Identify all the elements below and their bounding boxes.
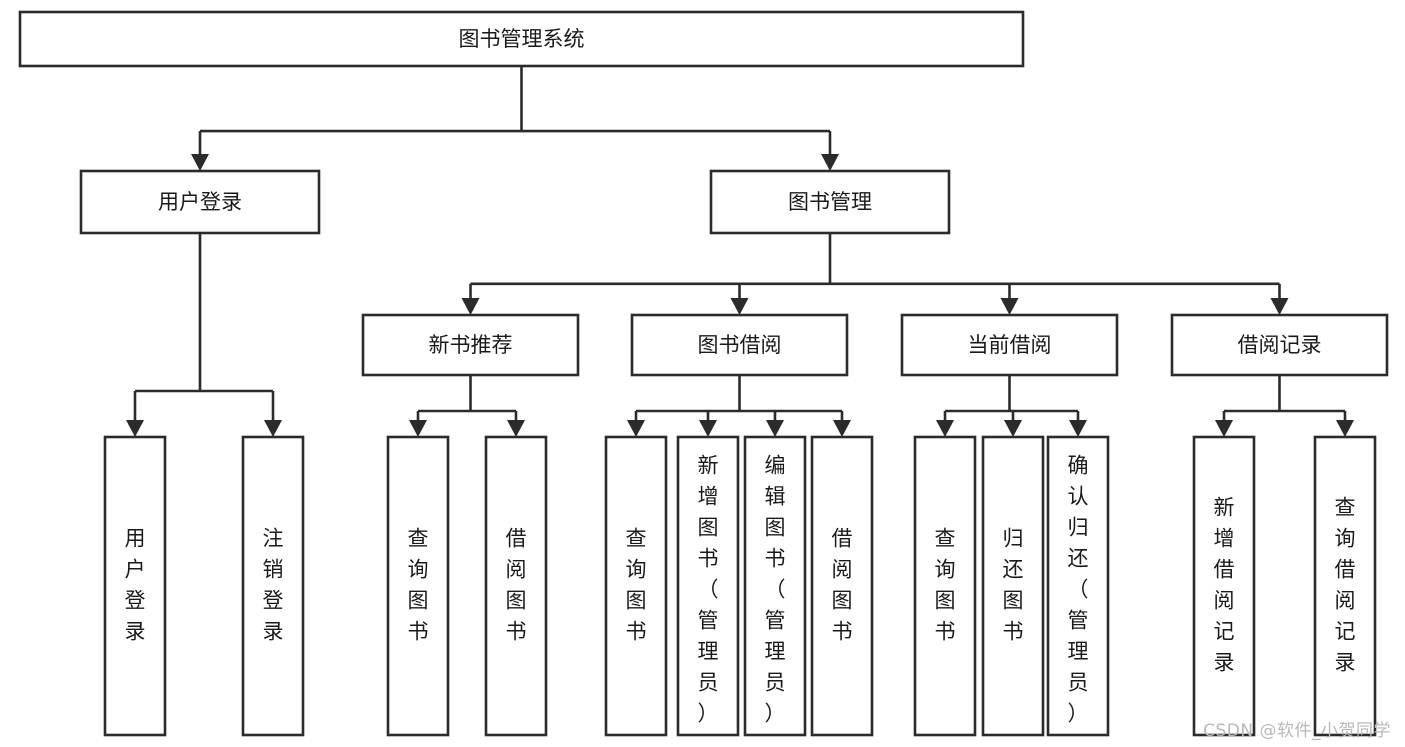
node-borrow-record[interactable]: 借阅记录 bbox=[1170, 313, 1389, 377]
node-label-leaf-br-query: 查询借阅记录 bbox=[1335, 496, 1356, 675]
node-box-leaf-cb-confirm bbox=[1046, 435, 1110, 737]
node-leaf-cb-query[interactable]: 查询图书 bbox=[913, 435, 977, 737]
node-user-login[interactable]: 用户登录 bbox=[79, 169, 321, 235]
node-box-leaf-bb-edit bbox=[743, 435, 807, 737]
node-box-leaf-cb-return bbox=[981, 435, 1045, 737]
node-leaf-br-add[interactable]: 新增借阅记录 bbox=[1192, 435, 1256, 737]
node-label-leaf-bb-add: 新增图书（管理员） bbox=[698, 454, 719, 726]
node-leaf-user-login[interactable]: 用户登录 bbox=[103, 435, 167, 737]
node-leaf-br-query[interactable]: 查询借阅记录 bbox=[1313, 435, 1377, 737]
node-label-leaf-bb-borrow: 借阅图书 bbox=[832, 527, 853, 644]
edge-group-new-book-rec bbox=[409, 375, 525, 437]
edge-group-root bbox=[191, 66, 839, 171]
node-box-borrow-record bbox=[1170, 313, 1389, 377]
node-book-manage[interactable]: 图书管理 bbox=[709, 169, 951, 235]
node-box-leaf-bb-add bbox=[676, 435, 740, 737]
node-label-leaf-rec-query: 查询图书 bbox=[408, 527, 429, 644]
node-leaf-rec-borrow[interactable]: 借阅图书 bbox=[484, 435, 548, 737]
node-label-new-book-rec: 新书推荐 bbox=[429, 333, 513, 357]
node-label-book-manage: 图书管理 bbox=[788, 190, 872, 214]
node-label-leaf-user-logout: 注销登录 bbox=[263, 527, 284, 644]
arrow-head-icon bbox=[1336, 420, 1354, 437]
node-new-book-rec[interactable]: 新书推荐 bbox=[361, 313, 580, 377]
node-leaf-user-logout[interactable]: 注销登录 bbox=[241, 435, 305, 737]
node-box-leaf-rec-borrow bbox=[484, 435, 548, 737]
node-label-leaf-br-add: 新增借阅记录 bbox=[1214, 496, 1235, 675]
node-leaf-cb-return[interactable]: 归还图书 bbox=[981, 435, 1045, 737]
node-box-book-borrow bbox=[630, 313, 849, 377]
node-label-leaf-user-login: 用户登录 bbox=[125, 527, 146, 644]
node-book-borrow[interactable]: 图书借阅 bbox=[630, 313, 849, 377]
watermark-text: CSDN @软件_小贺同学 bbox=[1203, 721, 1391, 741]
edge-group-book-borrow bbox=[627, 375, 851, 437]
node-box-leaf-bb-query bbox=[604, 435, 668, 737]
node-label-current-borrow: 当前借阅 bbox=[968, 333, 1052, 357]
arrow-head-icon bbox=[730, 298, 749, 315]
arrow-head-icon bbox=[126, 420, 144, 437]
arrow-head-icon bbox=[507, 420, 525, 437]
node-label-book-borrow: 图书借阅 bbox=[698, 333, 782, 357]
node-box-leaf-user-logout bbox=[241, 435, 305, 737]
node-box-leaf-rec-query bbox=[386, 435, 450, 737]
edges-layer bbox=[126, 66, 1354, 437]
arrow-head-icon bbox=[1004, 420, 1022, 437]
node-box-current-borrow bbox=[900, 313, 1119, 377]
arrow-head-icon bbox=[699, 420, 717, 437]
arrow-head-icon bbox=[461, 298, 480, 315]
node-label-leaf-cb-confirm: 确认归还（管理员） bbox=[1068, 454, 1089, 726]
node-label-leaf-rec-borrow: 借阅图书 bbox=[506, 527, 527, 644]
node-box-book-manage bbox=[709, 169, 951, 235]
arrow-head-icon bbox=[627, 420, 645, 437]
arrow-head-icon bbox=[1000, 298, 1019, 315]
node-label-borrow-record: 借阅记录 bbox=[1238, 333, 1322, 357]
node-box-leaf-user-login bbox=[103, 435, 167, 737]
edge-group-user-login bbox=[126, 233, 282, 437]
arrow-head-icon bbox=[1215, 420, 1233, 437]
arrow-head-icon bbox=[821, 154, 839, 171]
arrow-head-icon bbox=[191, 154, 209, 171]
node-label-leaf-cb-return: 归还图书 bbox=[1003, 527, 1024, 644]
node-box-root bbox=[18, 10, 1025, 68]
arrow-head-icon bbox=[409, 420, 427, 437]
node-root[interactable]: 图书管理系统 bbox=[18, 10, 1025, 68]
node-label-root: 图书管理系统 bbox=[459, 27, 585, 51]
node-leaf-cb-confirm[interactable]: 确认归还（管理员） bbox=[1046, 435, 1110, 737]
arrow-head-icon bbox=[1069, 420, 1087, 437]
node-current-borrow[interactable]: 当前借阅 bbox=[900, 313, 1119, 377]
node-leaf-bb-edit[interactable]: 编辑图书（管理员） bbox=[743, 435, 807, 737]
node-leaf-bb-add[interactable]: 新增图书（管理员） bbox=[676, 435, 740, 737]
node-box-user-login bbox=[79, 169, 321, 235]
node-leaf-bb-borrow[interactable]: 借阅图书 bbox=[810, 435, 874, 737]
node-box-leaf-cb-query bbox=[913, 435, 977, 737]
edge-group-book-manage bbox=[461, 233, 1289, 315]
node-box-leaf-bb-borrow bbox=[810, 435, 874, 737]
node-leaf-bb-query[interactable]: 查询图书 bbox=[604, 435, 668, 737]
nodes-layer: 图书管理系统用户登录图书管理新书推荐图书借阅当前借阅借阅记录用户登录注销登录查询… bbox=[18, 10, 1389, 737]
node-box-leaf-br-query bbox=[1313, 435, 1377, 737]
node-leaf-rec-query[interactable]: 查询图书 bbox=[386, 435, 450, 737]
node-label-leaf-bb-edit: 编辑图书（管理员） bbox=[765, 454, 786, 726]
arrow-head-icon bbox=[936, 420, 954, 437]
edge-group-current-borrow bbox=[936, 375, 1087, 437]
node-box-leaf-br-add bbox=[1192, 435, 1256, 737]
node-label-leaf-bb-query: 查询图书 bbox=[626, 527, 647, 644]
arrow-head-icon bbox=[766, 420, 784, 437]
arrow-head-icon bbox=[1270, 298, 1289, 315]
node-label-leaf-cb-query: 查询图书 bbox=[935, 527, 956, 644]
node-box-new-book-rec bbox=[361, 313, 580, 377]
arrow-head-icon bbox=[264, 420, 282, 437]
arrow-head-icon bbox=[833, 420, 851, 437]
edge-group-borrow-record bbox=[1215, 375, 1354, 437]
node-label-user-login: 用户登录 bbox=[158, 190, 242, 214]
